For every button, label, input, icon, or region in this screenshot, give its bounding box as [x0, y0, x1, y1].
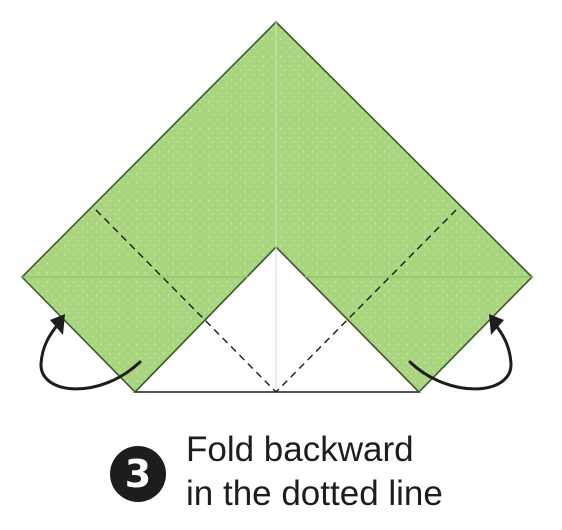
dotted-fold-line-right [275, 209, 457, 393]
origami-diagram [20, 20, 534, 394]
step-instruction: Fold backward in the dotted line [186, 428, 443, 516]
step-caption: 3 Fold backward in the dotted line [110, 428, 550, 518]
step-number-badge: 3 [110, 446, 166, 502]
instruction-line-1: Fold backward [186, 430, 414, 469]
fold-back-arrow-icon-right [408, 314, 513, 391]
dotted-fold-line-left [95, 209, 277, 393]
fold-back-arrow-icon-left [39, 314, 142, 391]
instruction-line-2: in the dotted line [186, 474, 443, 513]
